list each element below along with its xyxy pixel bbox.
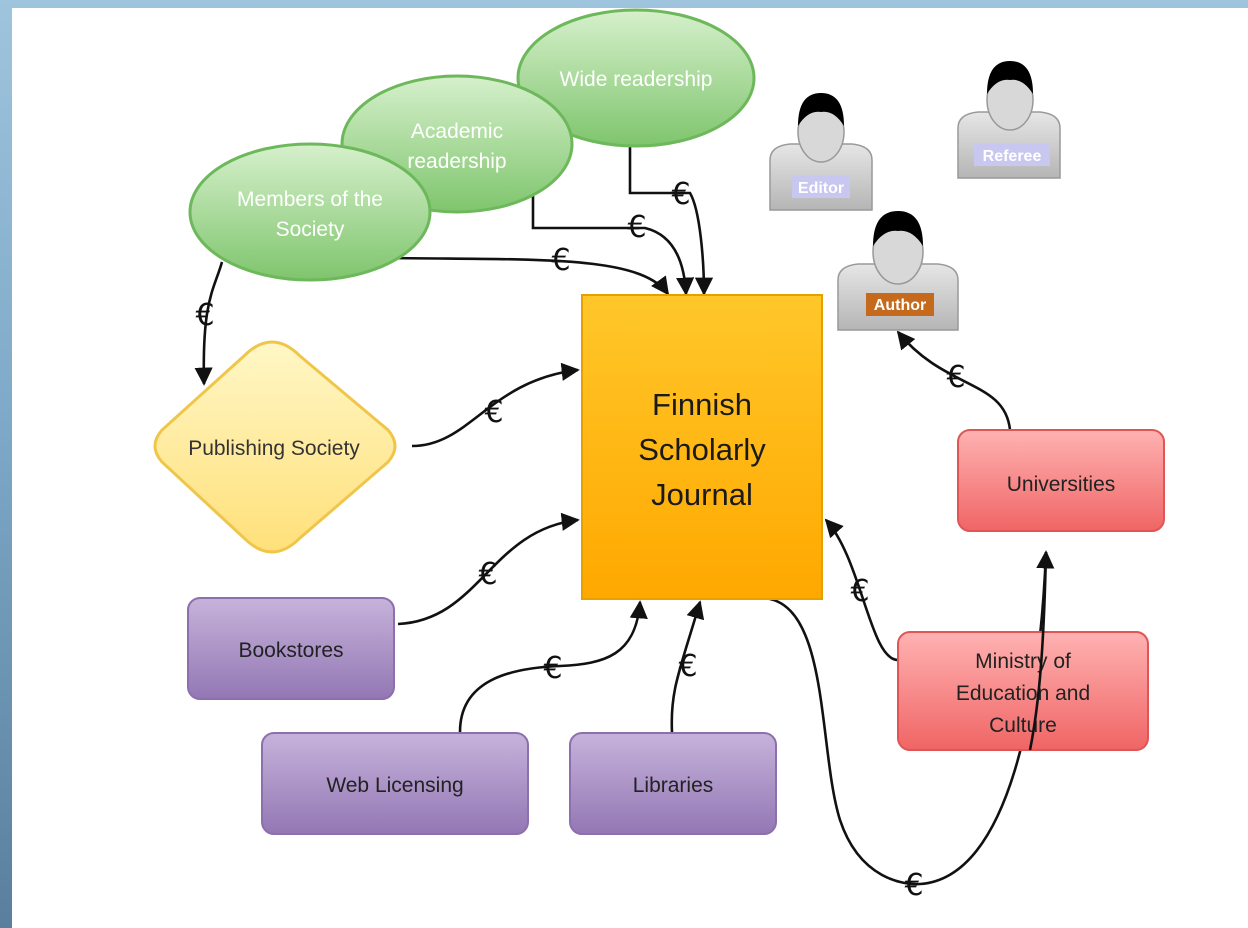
- euro-bookstores-to-journal: €: [478, 557, 497, 592]
- journal-title-line1: Finnish: [652, 387, 752, 422]
- euro-journal-to-universities: €: [904, 868, 923, 903]
- journal-node: Finnish Scholarly Journal: [581, 294, 823, 600]
- flow-bookstores-to-journal: [397, 512, 580, 626]
- author-person-icon: Author: [837, 211, 959, 331]
- journal-title-line3: Journal: [651, 477, 753, 512]
- academic-readership-label-line1: Academic: [411, 120, 503, 143]
- flow-journal-to-universities-overlay: [1028, 551, 1048, 751]
- journal-title-line2: Scholarly: [638, 432, 766, 467]
- bookstores-label: Bookstores: [238, 639, 343, 662]
- flow-publishing-to-journal: [411, 362, 580, 448]
- members-of-society-node: Members of the Society: [188, 142, 432, 282]
- web-licensing-node: Web Licensing: [261, 732, 529, 835]
- euro-libraries-to-journal: €: [678, 649, 697, 684]
- ministry-label-line3: Culture: [989, 714, 1057, 737]
- members-label-line1: Members of the: [237, 188, 383, 211]
- flow-academic-to-journal: [531, 190, 695, 296]
- editor-person-icon: Editor: [769, 93, 873, 211]
- flow-libraries-to-journal: [670, 600, 705, 733]
- wide-readership-label: Wide readership: [560, 68, 713, 91]
- editor-label: Editor: [798, 180, 844, 197]
- flow-wide-to-journal: [628, 145, 714, 296]
- web-licensing-label: Web Licensing: [326, 774, 463, 797]
- referee-label: Referee: [983, 148, 1042, 165]
- members-label-line2: Society: [276, 218, 345, 241]
- author-label: Author: [874, 297, 926, 314]
- academic-readership-label-line2: readership: [407, 150, 506, 173]
- euro-wide-to-journal: €: [671, 177, 690, 212]
- euro-publishing-to-journal: €: [484, 395, 503, 430]
- referee-person-icon: Referee: [957, 61, 1061, 179]
- euro-ministry-to-journal: €: [850, 574, 869, 609]
- flow-ministry-to-journal: [824, 518, 899, 662]
- publishing-society-label: Publishing Society: [188, 437, 360, 460]
- euro-members-to-journal: €: [551, 243, 570, 278]
- universities-node: Universities: [957, 429, 1165, 532]
- bookstores-node: Bookstores: [187, 597, 395, 700]
- libraries-node: Libraries: [569, 732, 777, 835]
- ministry-label-line2: Education and: [956, 682, 1090, 705]
- libraries-label: Libraries: [633, 774, 714, 797]
- flow-members-to-journal: [392, 256, 670, 296]
- euro-members-to-publishing: €: [195, 298, 214, 333]
- wide-readership-node: Wide readership: [516, 8, 756, 148]
- flow-universities-to-author: [896, 330, 1012, 431]
- flow-weblicensing-to-journal: [458, 600, 648, 733]
- ministry-label-line1: Ministry of: [975, 650, 1071, 673]
- publishing-society-node: Publishing Society: [153, 340, 397, 554]
- euro-universities-to-author: €: [946, 360, 965, 395]
- ministry-node: Ministry of Education and Culture: [897, 631, 1149, 751]
- universities-label: Universities: [1007, 473, 1116, 496]
- euro-weblicensing-to-journal: €: [543, 651, 562, 686]
- flow-members-to-publishing: [194, 261, 224, 386]
- euro-academic-to-journal: €: [627, 210, 646, 245]
